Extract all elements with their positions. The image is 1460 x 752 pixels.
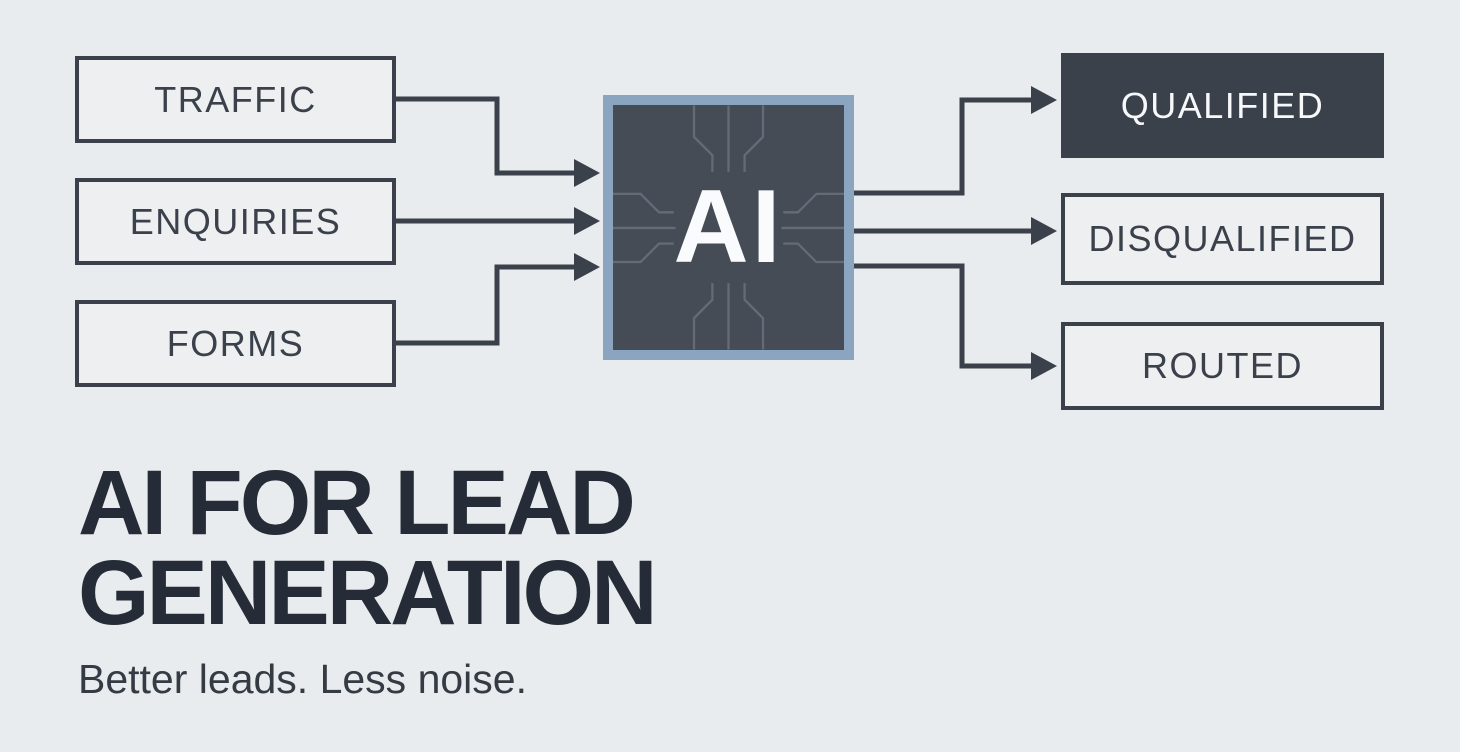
connector-traffic-to-chip (396, 96, 574, 176)
arrowhead-icon (1031, 217, 1057, 245)
connector-forms-to-chip (396, 264, 574, 346)
output-box-qualified: QUALIFIED (1061, 53, 1384, 158)
arrowhead-icon (574, 207, 600, 235)
output-box-routed-label: ROUTED (1142, 345, 1303, 386)
arrowhead-icon (1031, 86, 1057, 114)
connector-arrows (396, 86, 1057, 380)
ai-chip-label: AI (673, 169, 784, 285)
output-box-disqualified-label: DISQUALIFIED (1088, 218, 1357, 259)
input-box-traffic-label: TRAFFIC (154, 78, 317, 120)
page-subtitle: Better leads. Less noise. (78, 656, 527, 702)
output-box-routed: ROUTED (1061, 322, 1384, 410)
input-box-enquiries: ENQUIRIES (75, 178, 396, 265)
output-box-disqualified: DISQUALIFIED (1061, 193, 1384, 285)
input-box-enquiries-label: ENQUIRIES (129, 200, 342, 242)
page-title: AI FOR LEAD GENERATION (78, 452, 1378, 644)
circuit-traces-icon (613, 105, 844, 350)
page-title-line2: GENERATION (78, 542, 658, 644)
arrowhead-icon (574, 159, 600, 187)
title-block: AI FOR LEAD GENERATION Better leads. Les… (78, 452, 1378, 702)
page-title-line1: AI FOR LEAD (78, 452, 636, 554)
arrowhead-icon (1031, 352, 1057, 380)
connector-chip-to-routed (853, 263, 1031, 369)
connector-chip-to-qualified (853, 97, 1031, 196)
output-box-qualified-label: QUALIFIED (1120, 84, 1325, 126)
ai-chip: AI (603, 95, 854, 360)
input-box-forms-label: FORMS (166, 322, 305, 364)
input-box-forms: FORMS (75, 300, 396, 387)
arrowhead-icon (574, 253, 600, 281)
input-box-traffic: TRAFFIC (75, 56, 396, 143)
